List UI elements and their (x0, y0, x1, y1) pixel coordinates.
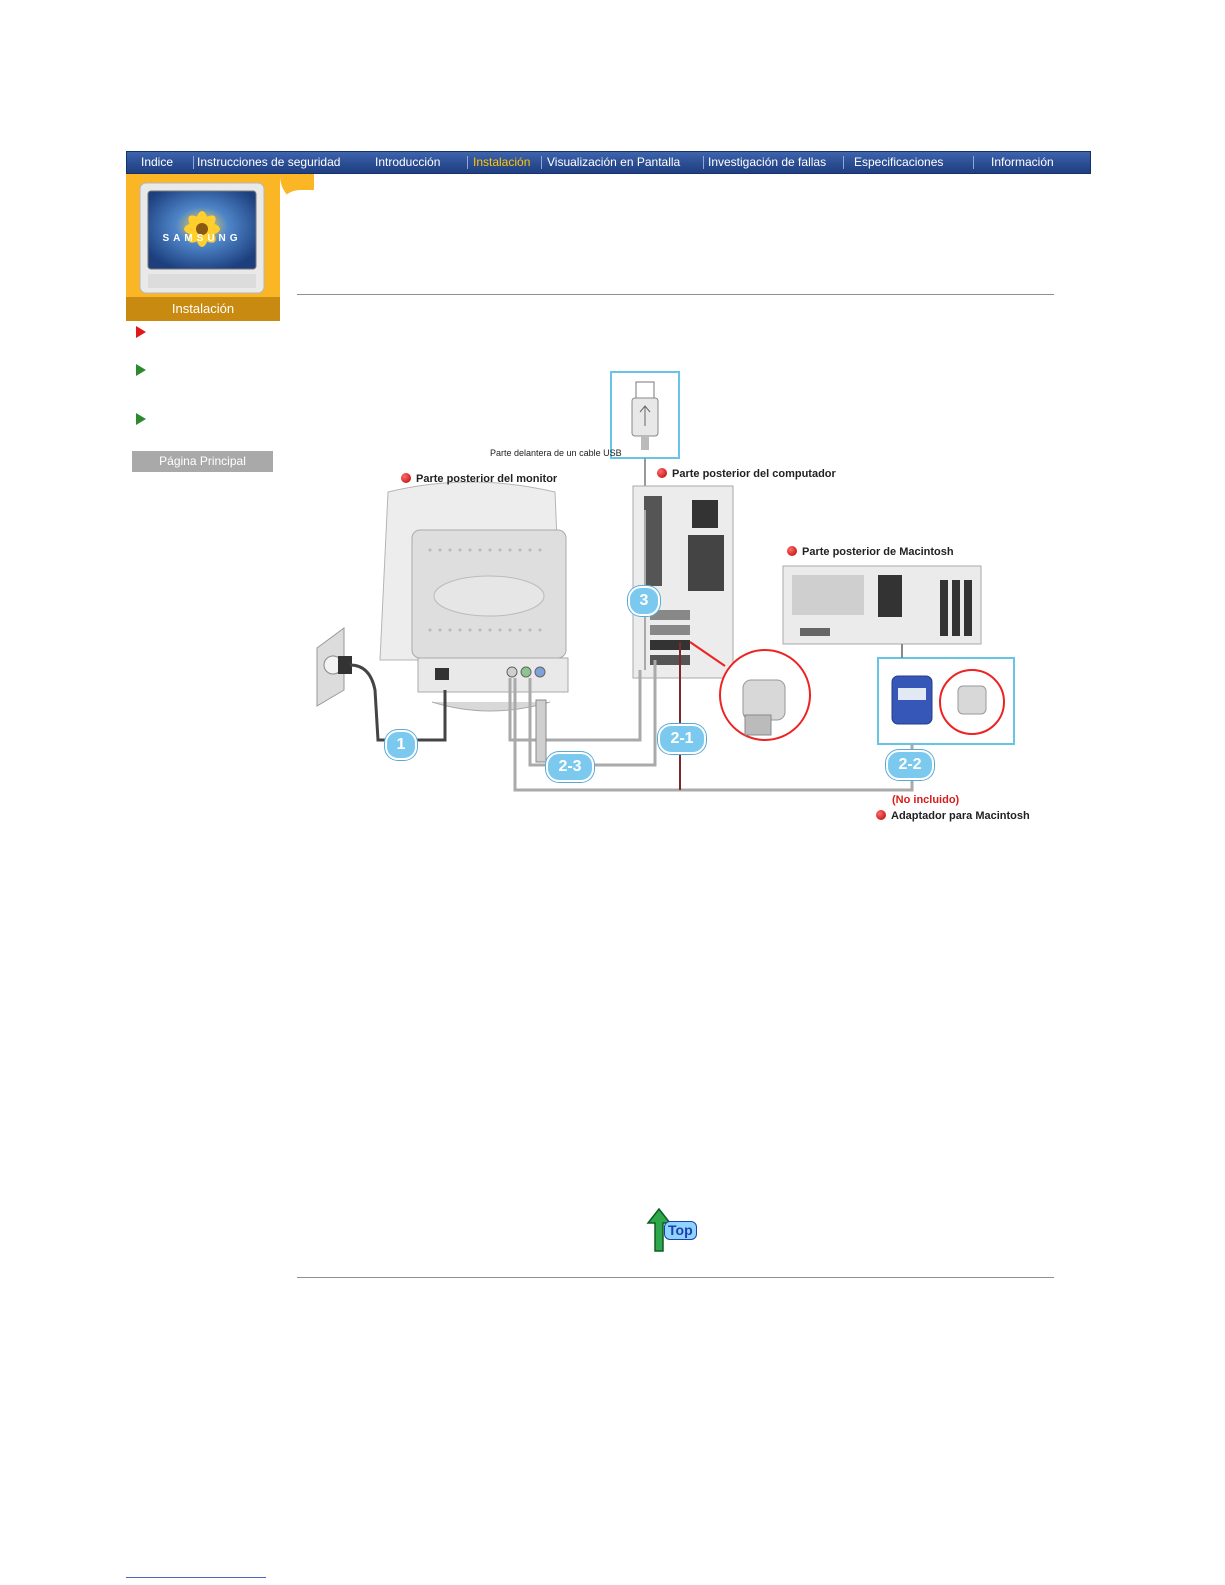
mac-adapter-icon (891, 675, 933, 725)
bullet-icon (787, 546, 797, 556)
nav-item-informacion[interactable]: Información (991, 155, 1054, 169)
triangle-right-icon[interactable] (136, 326, 146, 338)
nav-item-indice[interactable]: Indice (141, 155, 174, 169)
mac-rear-label: Parte posterior de Macintosh (787, 546, 954, 558)
nav-separator (467, 156, 468, 169)
nav-separator (193, 156, 194, 169)
connection-diagram-drawing (316, 371, 1015, 792)
home-button[interactable]: Página Principal (132, 451, 273, 472)
usb-front-label: Parte delantera de un cable USB (490, 448, 622, 458)
step-badge-2-3: 2-3 (546, 752, 594, 782)
top-label: Top (664, 1221, 697, 1240)
vga-connector-icon (742, 679, 786, 736)
nav-item-especificaciones[interactable]: Especificaciones (854, 155, 944, 169)
step-badge-3: 3 (628, 586, 660, 616)
monitor-logo-image: SAMSUNG (139, 182, 265, 294)
nav-item-fallas[interactable]: Investigación de fallas (708, 155, 827, 169)
nav-item-instalacion[interactable]: Instalación (473, 155, 531, 169)
bullet-icon (876, 810, 886, 820)
bullet-icon (657, 468, 667, 478)
back-to-top-button[interactable]: Top (646, 1207, 706, 1253)
macintosh-rear-illustration (782, 565, 982, 645)
nav-item-visualizacion[interactable]: Visualización en Pantalla (547, 155, 681, 169)
footer-link-underline (126, 1577, 266, 1578)
monitor-rear-label: Parte posterior del monitor (401, 473, 557, 485)
top-divider (297, 294, 1054, 295)
step-badge-2-2: 2-2 (886, 750, 934, 780)
sidebar-decorative-curve-mask (280, 190, 314, 210)
nav-separator (973, 156, 974, 169)
flower-icon (184, 211, 220, 247)
step-badge-1: 1 (385, 730, 417, 760)
nav-separator (703, 156, 704, 169)
triangle-right-icon[interactable] (136, 413, 146, 425)
samsung-logo-text: SAMSUNG (162, 233, 241, 244)
mac-adapter-label: Adaptador para Macintosh (876, 810, 1030, 822)
nav-separator (541, 156, 542, 169)
not-included-label: (No incluido) (892, 794, 960, 806)
connection-diagram: Parte delantera de un cable USB Parte po… (300, 360, 1060, 840)
wall-outlet-icon (316, 627, 352, 707)
top-nav-bar: Indice Instrucciones de seguridad Introd… (126, 151, 1091, 174)
computer-tower-illustration (632, 485, 734, 679)
nav-item-seguridad[interactable]: Instrucciones de seguridad (197, 155, 341, 169)
nav-item-introduccion[interactable]: Introducción (375, 155, 441, 169)
nav-separator (843, 156, 844, 169)
usb-plug-icon (631, 381, 659, 450)
monitor-rear-illustration (379, 481, 569, 712)
section-label: Instalación (126, 297, 280, 321)
step-badge-2-1: 2-1 (658, 724, 706, 754)
triangle-right-icon[interactable] (136, 364, 146, 376)
bottom-divider (297, 1277, 1054, 1278)
computer-rear-label: Parte posterior del computador (657, 468, 836, 480)
bullet-icon (401, 473, 411, 483)
